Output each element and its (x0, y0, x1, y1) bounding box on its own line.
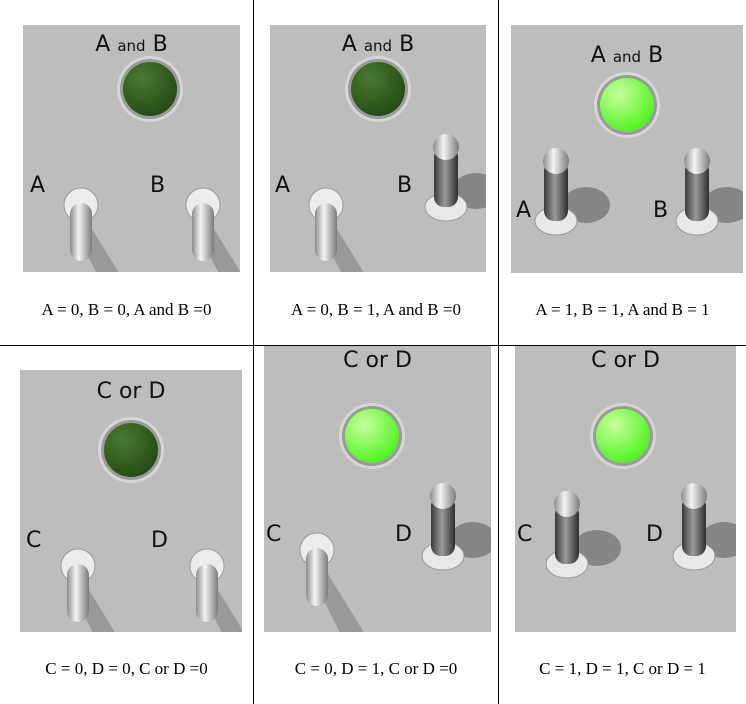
toggle-switch-down (63, 187, 119, 272)
cell-a0-b1: A and B A B A = 0, B = 1, A and B =0 (254, 0, 498, 345)
switch-label-1: C (266, 522, 282, 547)
panel-title: A and B (511, 43, 743, 68)
panel-title: C or D (96, 379, 166, 404)
cell-a1-b1: A and B A B A = 1, B = 1, A and B = 1 (499, 0, 746, 345)
toggle-switch-down (308, 187, 364, 272)
state-caption: C = 0, D = 1, C or D =0 (294, 659, 458, 678)
state-caption: A = 1, B = 1, A and B = 1 (535, 300, 710, 319)
toggle-switch-down (185, 187, 240, 272)
toggle-switch-down (189, 548, 242, 632)
grid-line (253, 0, 254, 704)
title-mid: and (363, 37, 393, 55)
switch-panel: A and B A B (270, 25, 486, 272)
cell-a0-b0: A and B A B A = 0, B = 0, A and B =0 (0, 0, 253, 345)
switch-label-2: D (395, 522, 412, 547)
title-left: A (95, 32, 111, 57)
title-mid: and (612, 48, 642, 66)
title-mid: and (117, 37, 146, 55)
lamp-on (345, 409, 399, 463)
switch-panel: C or D C D (515, 346, 736, 632)
switch-label-2: B (150, 173, 166, 198)
toggle-switch-up (424, 134, 486, 222)
state-caption: A = 0, B = 1, A and B =0 (291, 300, 461, 319)
title-left: A (341, 32, 357, 57)
state-caption: C = 1, D = 1, C or D = 1 (539, 659, 706, 678)
switch-label-2: D (151, 528, 168, 553)
cell-c0-d1: C or D C D C = 0, D = 1, C or D =0 (254, 346, 498, 704)
panel-title: C or D (591, 348, 660, 373)
title-right: B (399, 32, 415, 57)
toggle-switch-up (672, 483, 736, 571)
state-caption: C = 0, D = 0, C or D =0 (45, 659, 208, 678)
lamp-off (104, 423, 158, 477)
switch-label-1: C (26, 528, 42, 553)
switch-label-1: A (30, 173, 46, 198)
toggle-switch-down (60, 548, 115, 632)
switch-label-1: A (275, 173, 291, 198)
panel-title: C or D (343, 348, 412, 373)
toggle-switch-up (545, 491, 621, 579)
title-right: B (152, 32, 168, 57)
toggle-switch-up (534, 148, 610, 236)
lamp-off (351, 62, 405, 116)
toggle-switch-down (299, 532, 364, 632)
switch-panel: C or D C D (20, 370, 242, 632)
toggle-switch-up (675, 148, 743, 236)
switch-label-2: D (646, 522, 663, 547)
switch-label-2: B (653, 198, 669, 223)
title-left: A (590, 43, 606, 68)
panel-title: A and B (23, 32, 240, 57)
switch-label-1: C (517, 522, 533, 547)
switch-label-1: A (516, 198, 532, 223)
switch-panel: A and B A B (511, 25, 743, 273)
switch-label-2: B (397, 173, 413, 198)
cell-c1-d1: C or D C D C = 1, D = 1, C or D = 1 (499, 346, 746, 704)
grid-line (498, 0, 499, 704)
state-caption: A = 0, B = 0, A and B =0 (41, 300, 212, 319)
cell-c0-d0: C or D C D C = 0, D = 0, C or D =0 (0, 346, 253, 704)
grid-line (0, 345, 746, 346)
title-right: B (648, 43, 664, 68)
toggle-switch-up (421, 483, 491, 571)
switch-panel: C or D C D (264, 346, 491, 632)
lamp-off (123, 62, 177, 116)
lamp-on (596, 409, 650, 463)
panel-title: A and B (270, 32, 486, 57)
switch-panel: A and B A B (23, 25, 240, 272)
lamp-on (600, 78, 654, 132)
